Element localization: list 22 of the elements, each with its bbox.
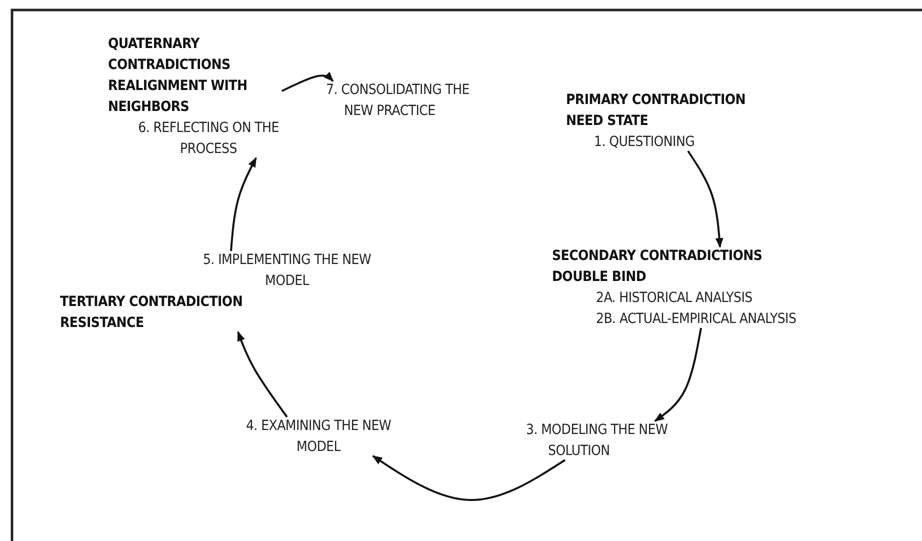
stage-label: 2A. HISTORICAL ANALYSIS [596,289,754,308]
contradiction-heading: REALIGNMENT WITH NEIGHBORS [108,77,248,117]
cycle-arrow [281,72,334,92]
contradiction-heading: SECONDARY CONTRADICTIONS [552,247,764,266]
cycle-arrow [372,455,566,501]
stage-label: 5. IMPLEMENTING THE NEW MODEL [202,251,372,291]
stage-label: 1. QUESTIONING [594,133,696,152]
contradiction-heading: TERTIARY CONTRADICTION [60,293,244,312]
contradiction-heading: QUATERNARY CONTRADICTIONS [108,35,232,75]
cycle-arrow [654,328,702,422]
contradiction-heading: NEED STATE [566,112,650,131]
contradiction-heading: PRIMARY CONTRADICTION [566,91,746,110]
contradiction-heading: DOUBLE BIND [552,268,647,287]
contradiction-heading: RESISTANCE [60,314,145,333]
cycle-arrow [687,150,724,248]
cycle-arrow [237,331,288,418]
cycle-arrow [230,157,257,252]
stage-label: 7. CONSOLIDATING THE NEW PRACTICE [326,81,470,121]
stage-label: 2B. ACTUAL-EMPIRICAL ANALYSIS [596,310,798,329]
stage-label: 3. MODELING THE NEW SOLUTION [526,421,669,461]
stage-label: 6. REFLECTING ON THE PROCESS [137,119,280,159]
stage-label: 4. EXAMINING THE NEW MODEL [244,417,392,457]
